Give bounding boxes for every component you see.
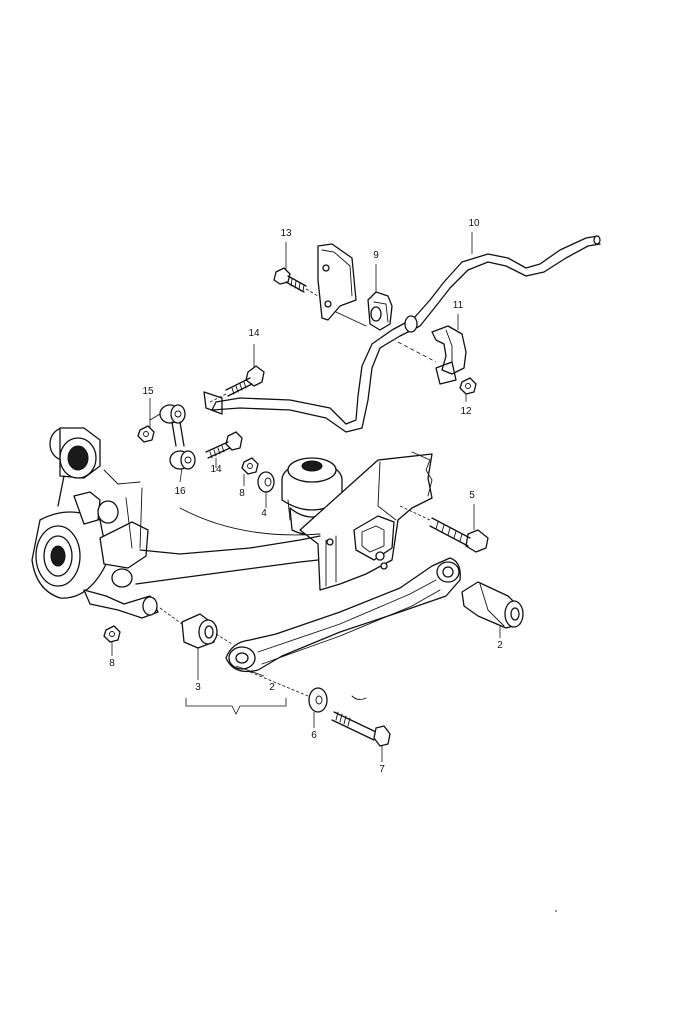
link-upper-bolt — [209, 365, 265, 403]
subframe-bolt — [399, 505, 489, 553]
trailing-arm — [125, 487, 321, 585]
control-arm — [225, 557, 461, 673]
lower-nut — [103, 625, 121, 643]
clamp-nut — [459, 377, 477, 395]
callout-10: 10 — [468, 218, 480, 229]
washer-nut — [241, 457, 259, 475]
rubber-bushing-left — [159, 607, 233, 649]
callout-2-left: 2 — [269, 682, 275, 693]
callout-8-lower: 8 — [109, 658, 115, 669]
callout-2-right: 2 — [497, 640, 503, 651]
callout-6: 6 — [311, 730, 317, 741]
callout-14-upper: 14 — [248, 328, 260, 339]
callout-14-lower: 14 — [210, 464, 222, 475]
link-nut-upper — [137, 425, 155, 443]
callout-8-upper: 8 — [239, 488, 245, 499]
callout-labels: 10 13 9 11 12 14 15 16 14 8 4 5 2 8 3 2 … — [109, 218, 503, 775]
subframe-mount — [281, 457, 343, 536]
stabilizer-bar — [203, 235, 601, 433]
rear-subframe — [299, 451, 433, 591]
wheel-carrier — [31, 427, 159, 619]
link-lower-bolt — [205, 431, 243, 459]
callout-leaders — [111, 232, 501, 762]
coupling-link — [149, 404, 196, 470]
callout-5: 5 — [469, 490, 475, 501]
stray-dot — [555, 910, 557, 912]
assembly-bracket-brace — [185, 698, 287, 715]
callout-4: 4 — [261, 508, 267, 519]
callout-12: 12 — [460, 406, 472, 417]
rubber-bushing-right — [461, 581, 524, 629]
eccentric-washer — [249, 671, 328, 713]
callout-13: 13 — [280, 228, 292, 239]
callout-15: 15 — [142, 386, 154, 397]
callout-11: 11 — [453, 300, 464, 311]
callout-9: 9 — [373, 250, 379, 261]
spacer-washer — [257, 471, 275, 493]
stabilizer-bushing — [367, 291, 393, 331]
callout-3: 3 — [195, 682, 201, 693]
bracket-bolt — [273, 267, 319, 297]
stabilizer-mount-bracket — [317, 243, 367, 327]
callout-16: 16 — [174, 486, 186, 497]
eccentric-bolt — [331, 695, 391, 747]
bushing-clamp — [397, 325, 467, 385]
callout-7: 7 — [379, 764, 385, 775]
